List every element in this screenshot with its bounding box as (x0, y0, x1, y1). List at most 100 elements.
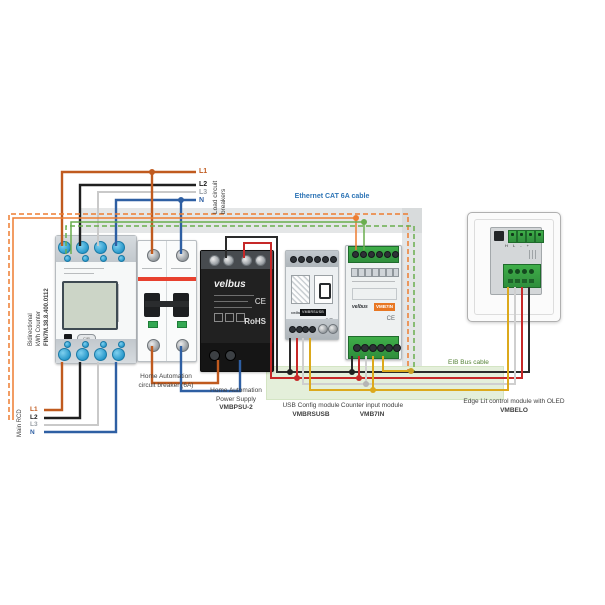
terminal (82, 341, 89, 348)
phase-label-l1-bottom: L1 (30, 406, 38, 413)
usb-top-terminals (286, 251, 338, 267)
wire (44, 362, 99, 426)
phase-label-n-top: N (199, 197, 205, 204)
terminal (302, 326, 309, 333)
terminal-screw (176, 339, 189, 352)
terminal-screw (209, 255, 220, 266)
caption-panel: Edge Lit control module with OLED VMBELO (463, 398, 565, 414)
caption-breaker: Home Automation circuit breaker (6A) (138, 373, 194, 389)
terminal (306, 256, 313, 263)
terminal (64, 341, 71, 348)
main-rcd-label: Main RCD (17, 409, 23, 437)
terminal (376, 251, 383, 258)
phase-label-l3-top: L3 (199, 189, 208, 196)
phase-label-n-bottom: N (30, 429, 35, 436)
cert-icon (225, 313, 234, 322)
terminal (322, 256, 329, 263)
terminal (94, 241, 107, 254)
terminal-screw (147, 339, 160, 352)
terminal-screw (318, 324, 328, 334)
terminal (289, 326, 296, 333)
phase-label-l1-top: L1 (199, 168, 208, 175)
terminal (118, 341, 125, 348)
psu-top-terminal-cap (201, 251, 273, 269)
cin-brand-logo: velbus (352, 304, 368, 310)
load-breakers-label: Load circuit breakers (212, 180, 227, 214)
terminal (76, 241, 89, 254)
terminal (58, 241, 71, 254)
panel-electronics-plate: H L - + (490, 227, 544, 295)
terminal (377, 344, 385, 352)
power-supply-module: velbus CE RoHS (200, 250, 274, 372)
terminal (76, 348, 89, 361)
terminal (517, 230, 526, 243)
terminal-screw (241, 255, 252, 266)
cin-bottom-terminals (348, 336, 401, 359)
kwh-counter-module: C/R (55, 235, 137, 364)
terminal (118, 255, 125, 262)
phase-label-l2-top: L2 (199, 181, 208, 188)
terminal (360, 251, 367, 258)
terminal (352, 251, 359, 258)
config-graphic (291, 275, 310, 304)
terminal (290, 256, 297, 263)
junction-dot (149, 169, 155, 175)
eib-bus-band (266, 366, 504, 400)
usb-model-strip: VMBRSUSB (300, 309, 326, 316)
terminal (82, 255, 89, 262)
terminal (330, 256, 337, 263)
wire (44, 362, 118, 434)
kwh-counter-label: Bidirectional kWh Counter FIN7M.38.8.400… (28, 288, 50, 346)
psu-bottom-cap (201, 343, 273, 371)
usb-config-module: velbus VMBRSUSB CE (285, 250, 339, 340)
cert-icon (214, 313, 223, 322)
terminal (392, 251, 399, 258)
terminal (309, 326, 316, 333)
terminal-screw (209, 350, 220, 361)
terminal (384, 251, 391, 258)
phase-label-l2-bottom: L2 (30, 414, 38, 421)
terminal (353, 344, 361, 352)
terminal (508, 230, 517, 243)
wire (44, 362, 64, 412)
ce-mark: CE (386, 316, 395, 322)
terminal (64, 255, 71, 262)
wire (44, 362, 82, 420)
terminal-screw (223, 255, 234, 266)
terminal (314, 256, 321, 263)
terminal (112, 241, 125, 254)
ethernet-cable-band-horizontal (80, 208, 422, 233)
oled-panel-module: H L - + (467, 212, 561, 322)
terminal (393, 344, 401, 352)
phase-label-l3-bottom: L3 (30, 421, 38, 428)
terminal-screw (147, 249, 160, 262)
counter-input-module: velbus VMB7IN CE (345, 245, 402, 360)
cin-label-box (352, 288, 397, 300)
panel-bus-terminal-block (503, 264, 541, 288)
terminal (100, 255, 107, 262)
terminal (535, 230, 544, 243)
junction-dot (178, 197, 184, 203)
terminal-screw (176, 249, 189, 262)
kwh-top-terminal-cap (56, 236, 136, 262)
breaker-status-indicator (148, 321, 158, 328)
usb-bottom-terminals (286, 319, 338, 339)
breaker-status-indicator (177, 321, 187, 328)
ethernet-cable-band-vertical (402, 208, 422, 374)
terminal (100, 341, 107, 348)
terminal (385, 344, 393, 352)
breaker-red-stripe (138, 277, 196, 281)
terminal (368, 251, 375, 258)
ethernet-cable-label: Ethernet CAT 6A cable (294, 193, 370, 200)
breaker-toggle-bar (145, 301, 189, 307)
kwh-face: C/R (56, 262, 136, 344)
cin-model-tag: VMB7IN (374, 303, 395, 311)
terminal-screw (328, 324, 338, 334)
terminal (298, 256, 305, 263)
terminal (361, 344, 369, 352)
ce-mark: CE (254, 297, 266, 306)
terminal-screw (225, 350, 236, 361)
terminal-screw (255, 255, 266, 266)
circuit-breaker-module (137, 240, 197, 362)
